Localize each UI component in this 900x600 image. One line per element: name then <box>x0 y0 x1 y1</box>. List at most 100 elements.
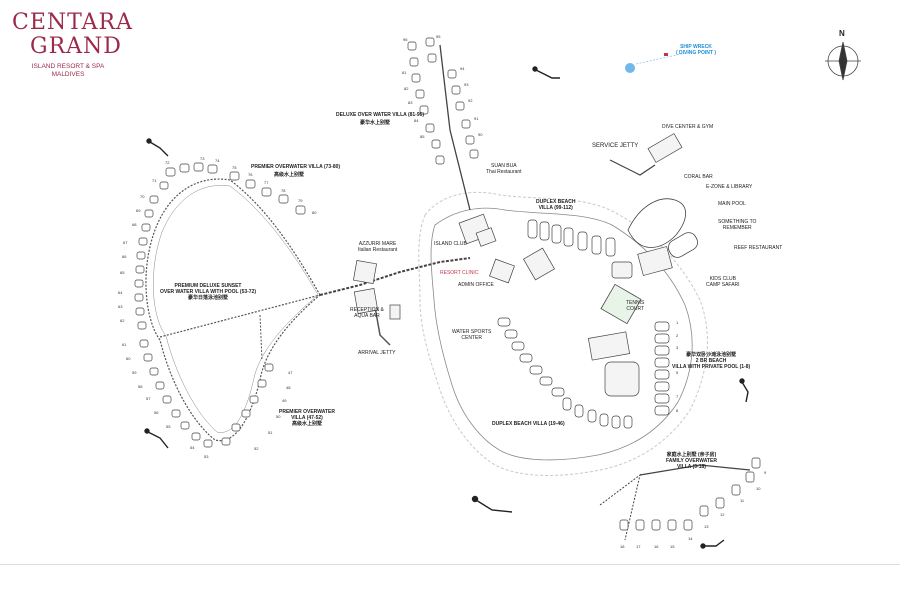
villa-number: 50 <box>276 414 281 419</box>
azzurri-label-1: AZZURRI MARE <box>358 241 397 247</box>
villa-number: 51 <box>268 430 273 435</box>
villa-number: 79 <box>298 198 303 203</box>
villa-number: 12 <box>720 512 725 517</box>
villa-number: 17 <box>636 544 641 549</box>
villa-number: 8 <box>676 408 679 413</box>
villa-number: 59 <box>132 370 137 375</box>
two-br-cn-label: 豪华双卧沙滩泳池别墅 <box>686 352 737 358</box>
admin-office-label: ADMIN OFFICE <box>458 282 494 288</box>
boardwalk-main <box>319 257 471 296</box>
brand-name-line1: CENTARA <box>12 10 133 35</box>
villa-number: 65 <box>120 270 125 275</box>
boardwalk-cross <box>159 294 321 338</box>
boardwalk-center <box>259 314 263 361</box>
premium-deluxe-cn-label: 豪华日落泳池别墅 <box>188 295 229 301</box>
villa-number: 93 <box>464 82 469 87</box>
villa-number: 1 <box>676 320 679 325</box>
suan-bua-label-1: SUAN BUA <box>491 163 517 169</box>
two-br-label-1: 2 BR BEACH <box>695 358 727 364</box>
reception-label-2: AQUA BAR <box>354 313 380 319</box>
villa-ring-inner <box>153 185 319 433</box>
kids-club-label-2: CAMP SAFARI <box>706 282 740 288</box>
villa-number: 57 <box>146 396 151 401</box>
compass-rose <box>825 41 861 81</box>
villa-number: 82 <box>404 86 409 91</box>
villa-number: 47 <box>288 370 293 375</box>
coral-bar-label: CORAL BAR <box>684 174 713 180</box>
something-to-remember-label: SOMETHING TO REMEMBER <box>718 219 756 231</box>
premier-bottom-label-1: PREMIER OVERWATER <box>279 409 335 415</box>
villa-number: 62 <box>120 318 125 323</box>
reef-restaurant-label: REEF RESTAURANT <box>734 245 783 251</box>
villa-number: 94 <box>460 66 465 71</box>
tennis-court-label: TENNIS COURT <box>626 300 644 312</box>
kids-club-label-1: KIDS CLUB <box>709 276 736 282</box>
villa-number: 61 <box>122 342 127 347</box>
main-pool <box>627 198 687 248</box>
something-label-2: REMEMBER <box>722 225 752 231</box>
villa-number: 72 <box>165 160 170 165</box>
two-br-beach-label: 豪华双卧沙滩泳池别墅 2 BR BEACH VILLA WITH PRIVATE… <box>672 352 750 370</box>
villa-number: 13 <box>704 524 709 529</box>
villa-number: 85 <box>420 134 425 139</box>
ship-wreck-marker <box>664 53 668 56</box>
villa-number: 80 <box>312 210 317 215</box>
villa-number: 55 <box>166 424 171 429</box>
villas-premier-top <box>165 162 306 215</box>
tennis-label-2: COURT <box>626 306 645 312</box>
tennis-label-1: TENNIS <box>626 300 645 306</box>
footer-divider <box>0 564 900 565</box>
two-br-label-2: VILLA WITH PRIVATE POOL (1-8) <box>672 364 751 370</box>
service-jetty-label: SERVICE JETTY <box>592 143 639 149</box>
villa-number: 5 <box>676 370 679 375</box>
family-branch <box>599 473 641 541</box>
villa-number: 60 <box>126 356 131 361</box>
premier-ow-top-label: PREMIER OVERWATER VILLA (73-80) <box>251 164 341 170</box>
premier-bottom-label-2: VILLA (47-52) <box>291 415 323 421</box>
something-label-1: SOMETHING TO <box>718 219 757 225</box>
villas-premier-bottom <box>221 363 274 446</box>
family-label-2: VILLA (9-18) <box>676 464 706 470</box>
family-label-1: FAMILY OVERWATER <box>666 458 717 464</box>
deluxe-ow-label: DELUXE OVER WATER VILLA (81-96) <box>336 112 425 118</box>
premier-ow-bottom-label: PREMIER OVERWATER VILLA (47-52) 高级水上别墅 <box>279 409 335 427</box>
duplex-top-label-1: DUPLEX BEACH <box>536 199 576 205</box>
villa-number: 81 <box>402 70 407 75</box>
brand-subtitle-line2: MALDIVES <box>51 71 85 78</box>
duplex-beach-top-label: DUPLEX BEACH VILLA (99-112) <box>536 199 575 211</box>
service-jetty-path <box>609 159 656 176</box>
villa-number: 75 <box>232 165 237 170</box>
villa-number: 66 <box>122 254 127 259</box>
villas-duplex-top <box>527 219 616 257</box>
villa-number: 92 <box>468 98 473 103</box>
villa-number: 83 <box>408 100 413 105</box>
villa-number: 69 <box>136 208 141 213</box>
ezone-label: E-ZONE & LIBRARY <box>706 184 753 190</box>
brand-subtitle-line1: ISLAND RESORT & SPA <box>31 63 105 70</box>
villa-number: 3 <box>676 345 679 350</box>
deluxe-spine <box>439 44 471 211</box>
family-spine <box>639 464 751 476</box>
duplex-top-label-2: VILLA (99-112) <box>538 205 573 211</box>
villa-number: 70 <box>140 194 145 199</box>
deluxe-ow-cn-label: 豪华水上别墅 <box>360 120 391 126</box>
premier-bottom-cn-label: 高级水上别墅 <box>291 421 322 427</box>
villa-number: 11 <box>740 498 745 503</box>
premium-deluxe-label-1: PREMIUM DELUXE SUNSET <box>174 283 242 289</box>
diver-icon <box>144 66 749 549</box>
villa-number: 64 <box>118 290 123 295</box>
villa-number: 71 <box>152 178 157 183</box>
reef-restaurant-building <box>668 232 698 258</box>
villa-number: 84 <box>414 118 419 123</box>
villa-number: 63 <box>118 304 123 309</box>
villa-number: 2 <box>676 333 679 338</box>
premium-deluxe-label: PREMIUM DELUXE SUNSET OVER WATER VILLA W… <box>160 283 256 301</box>
villa-number: 9 <box>764 470 767 475</box>
ship-wreck-label-1: SHIP WRECK <box>680 44 712 50</box>
island-club-label: ISLAND CLUB <box>434 241 467 247</box>
villa-number: 76 <box>248 172 253 177</box>
reception-label-1: RECEPTION & <box>350 307 384 313</box>
villa-number: 14 <box>688 536 693 541</box>
villa-number: 7 <box>676 394 679 399</box>
villa-number: 15 <box>670 544 675 549</box>
